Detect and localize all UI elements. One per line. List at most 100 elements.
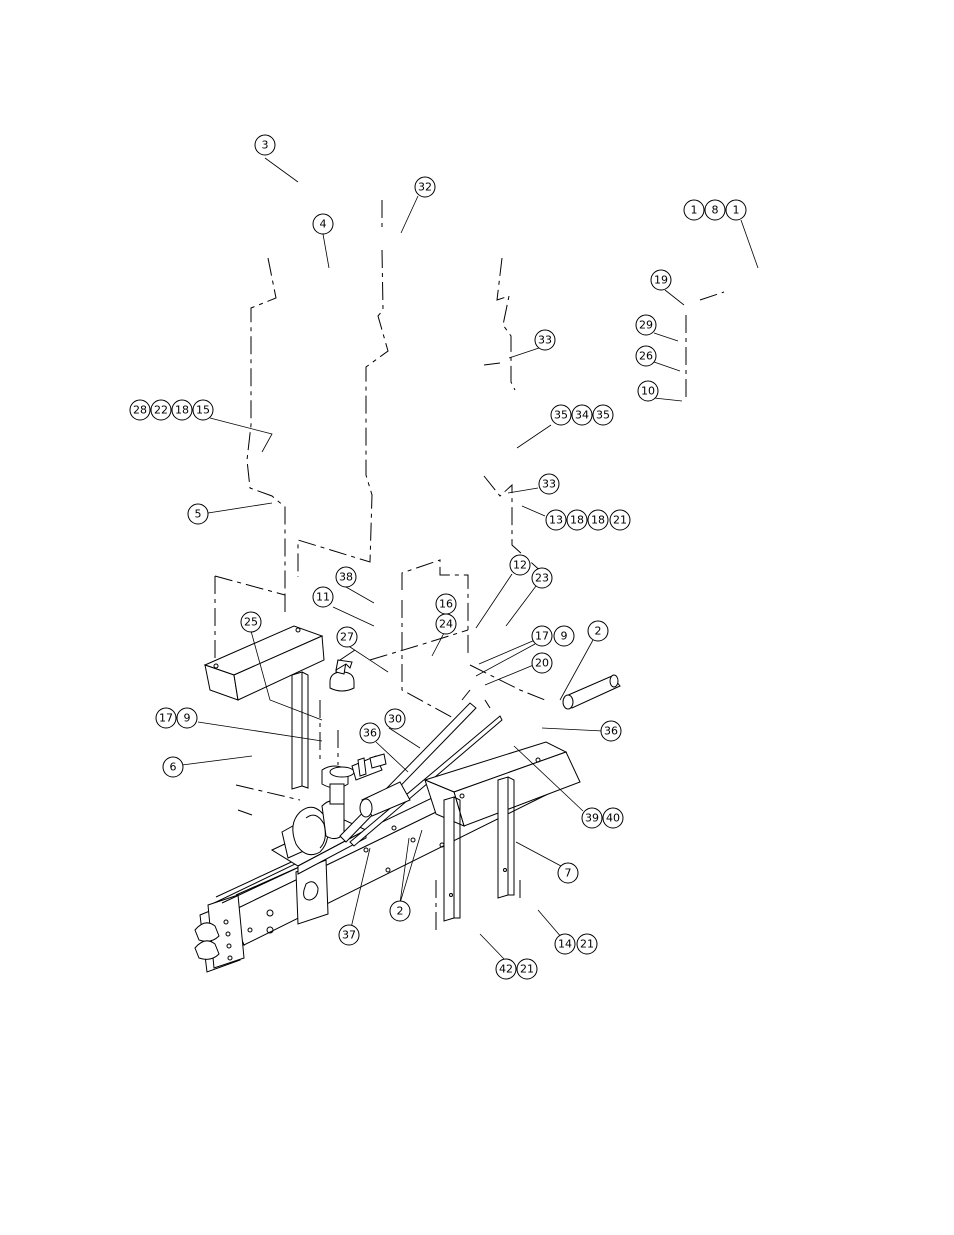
callout-balloon-18b: 18 (566, 509, 588, 531)
balloon-circle (171, 399, 193, 421)
callout-balloon-8: 8 (704, 199, 726, 221)
balloon-circle (650, 269, 672, 291)
callout-balloon-36a: 36 (359, 722, 381, 744)
centerline-box (401, 559, 546, 721)
balloon-number: 25 (244, 616, 258, 629)
callout-balloon-37: 37 (338, 924, 360, 946)
balloon-circle (725, 199, 747, 221)
centerlines (214, 200, 725, 930)
callout-balloon-27: 27 (336, 626, 358, 648)
balloon-number: 3 (262, 139, 269, 152)
balloon-circle (683, 199, 705, 221)
balloon-circle (162, 756, 184, 778)
centerline-right (496, 257, 516, 391)
balloon-number: 29 (639, 319, 653, 332)
balloon-number: 33 (538, 334, 552, 347)
centerline-27 (339, 649, 356, 661)
callout-balloon-7: 7 (557, 862, 579, 884)
balloon-number: 2 (397, 905, 404, 918)
balloon-number: 6 (170, 761, 177, 774)
balloon-number: 5 (195, 508, 202, 521)
balloon-circle (359, 722, 381, 744)
balloon-circle (704, 199, 726, 221)
callout-balloon-12: 12 (509, 554, 531, 576)
callout-balloon-40: 40 (602, 807, 624, 829)
balloon-number: 17 (535, 630, 549, 643)
balloon-circle (609, 509, 631, 531)
callout-balloon-15: 15 (192, 399, 214, 421)
callout-balloon-21c: 21 (516, 958, 538, 980)
balloon-number: 9 (184, 712, 191, 725)
elbow-fitting (329, 659, 355, 692)
balloon-number: 19 (654, 274, 668, 287)
balloon-number: 26 (639, 350, 653, 363)
callout-balloon-34: 34 (571, 404, 593, 426)
centerline-small (461, 689, 491, 709)
balloon-number: 30 (388, 713, 402, 726)
centerline-right-lower (483, 475, 546, 585)
balloon-number: 34 (575, 409, 589, 422)
balloon-circle (335, 566, 357, 588)
callout-balloon-20: 20 (531, 652, 553, 674)
balloon-number: 35 (554, 409, 568, 422)
balloon-number: 7 (565, 867, 572, 880)
callout-balloon-33b: 33 (538, 473, 560, 495)
balloon-number: 38 (339, 571, 353, 584)
callout-balloon-16: 16 (435, 593, 457, 615)
callout-balloon-25: 25 (240, 611, 262, 633)
balloon-number: 37 (342, 929, 356, 942)
balloon-circle (531, 625, 553, 647)
balloon-number: 12 (513, 559, 527, 572)
balloon-number: 27 (340, 631, 354, 644)
balloon-circle (254, 134, 276, 156)
balloon-number: 33 (542, 478, 556, 491)
callout-balloon-39: 39 (581, 807, 603, 829)
balloon-circle (587, 509, 609, 531)
balloon-circle (495, 958, 517, 980)
balloon-number: 20 (535, 657, 549, 670)
balloon-number: 21 (613, 514, 627, 527)
balloon-circle (312, 213, 334, 235)
balloon-number: 42 (499, 963, 513, 976)
balloon-circle (635, 345, 657, 367)
callout-balloon-18a: 18 (171, 399, 193, 421)
balloon-circle (587, 620, 609, 642)
right-shield (423, 741, 581, 922)
balloon-circle (531, 652, 553, 674)
balloon-number: 36 (363, 727, 377, 740)
centerline-bottom (435, 880, 521, 930)
centerline-bracket-top (214, 575, 286, 610)
callout-balloon-5: 5 (187, 503, 209, 525)
balloon-number: 22 (154, 404, 168, 417)
callout-balloon-4: 4 (312, 213, 334, 235)
balloon-circle (566, 509, 588, 531)
parts (194, 625, 621, 973)
callout-balloon-1a: 1 (683, 199, 705, 221)
balloon-number: 39 (585, 812, 599, 825)
balloon-circle (553, 625, 575, 647)
callout-balloon-17b: 17 (155, 707, 177, 729)
balloon-circle (150, 399, 172, 421)
centerline-6 (235, 784, 301, 816)
callout-balloon-26: 26 (635, 345, 657, 367)
balloon-circle (336, 626, 358, 648)
callout-balloon-21a: 21 (609, 509, 631, 531)
callout-balloon-28: 28 (129, 399, 151, 421)
callout-balloon-18c: 18 (587, 509, 609, 531)
balloon-number: 8 (712, 204, 719, 217)
balloon-number: 35 (596, 409, 610, 422)
balloon-number: 10 (641, 385, 655, 398)
balloon-number: 32 (418, 181, 432, 194)
callout-balloon-33a: 33 (534, 329, 556, 351)
callout-balloon-17a: 17 (531, 625, 553, 647)
balloon-circle (414, 176, 436, 198)
balloon-number: 11 (316, 591, 330, 604)
balloon-number: 24 (439, 618, 453, 631)
callout-balloon-29: 29 (635, 314, 657, 336)
balloon-number: 17 (159, 712, 173, 725)
centerline-center (297, 200, 389, 577)
balloon-circle (176, 707, 198, 729)
callout-balloon-19: 19 (650, 269, 672, 291)
